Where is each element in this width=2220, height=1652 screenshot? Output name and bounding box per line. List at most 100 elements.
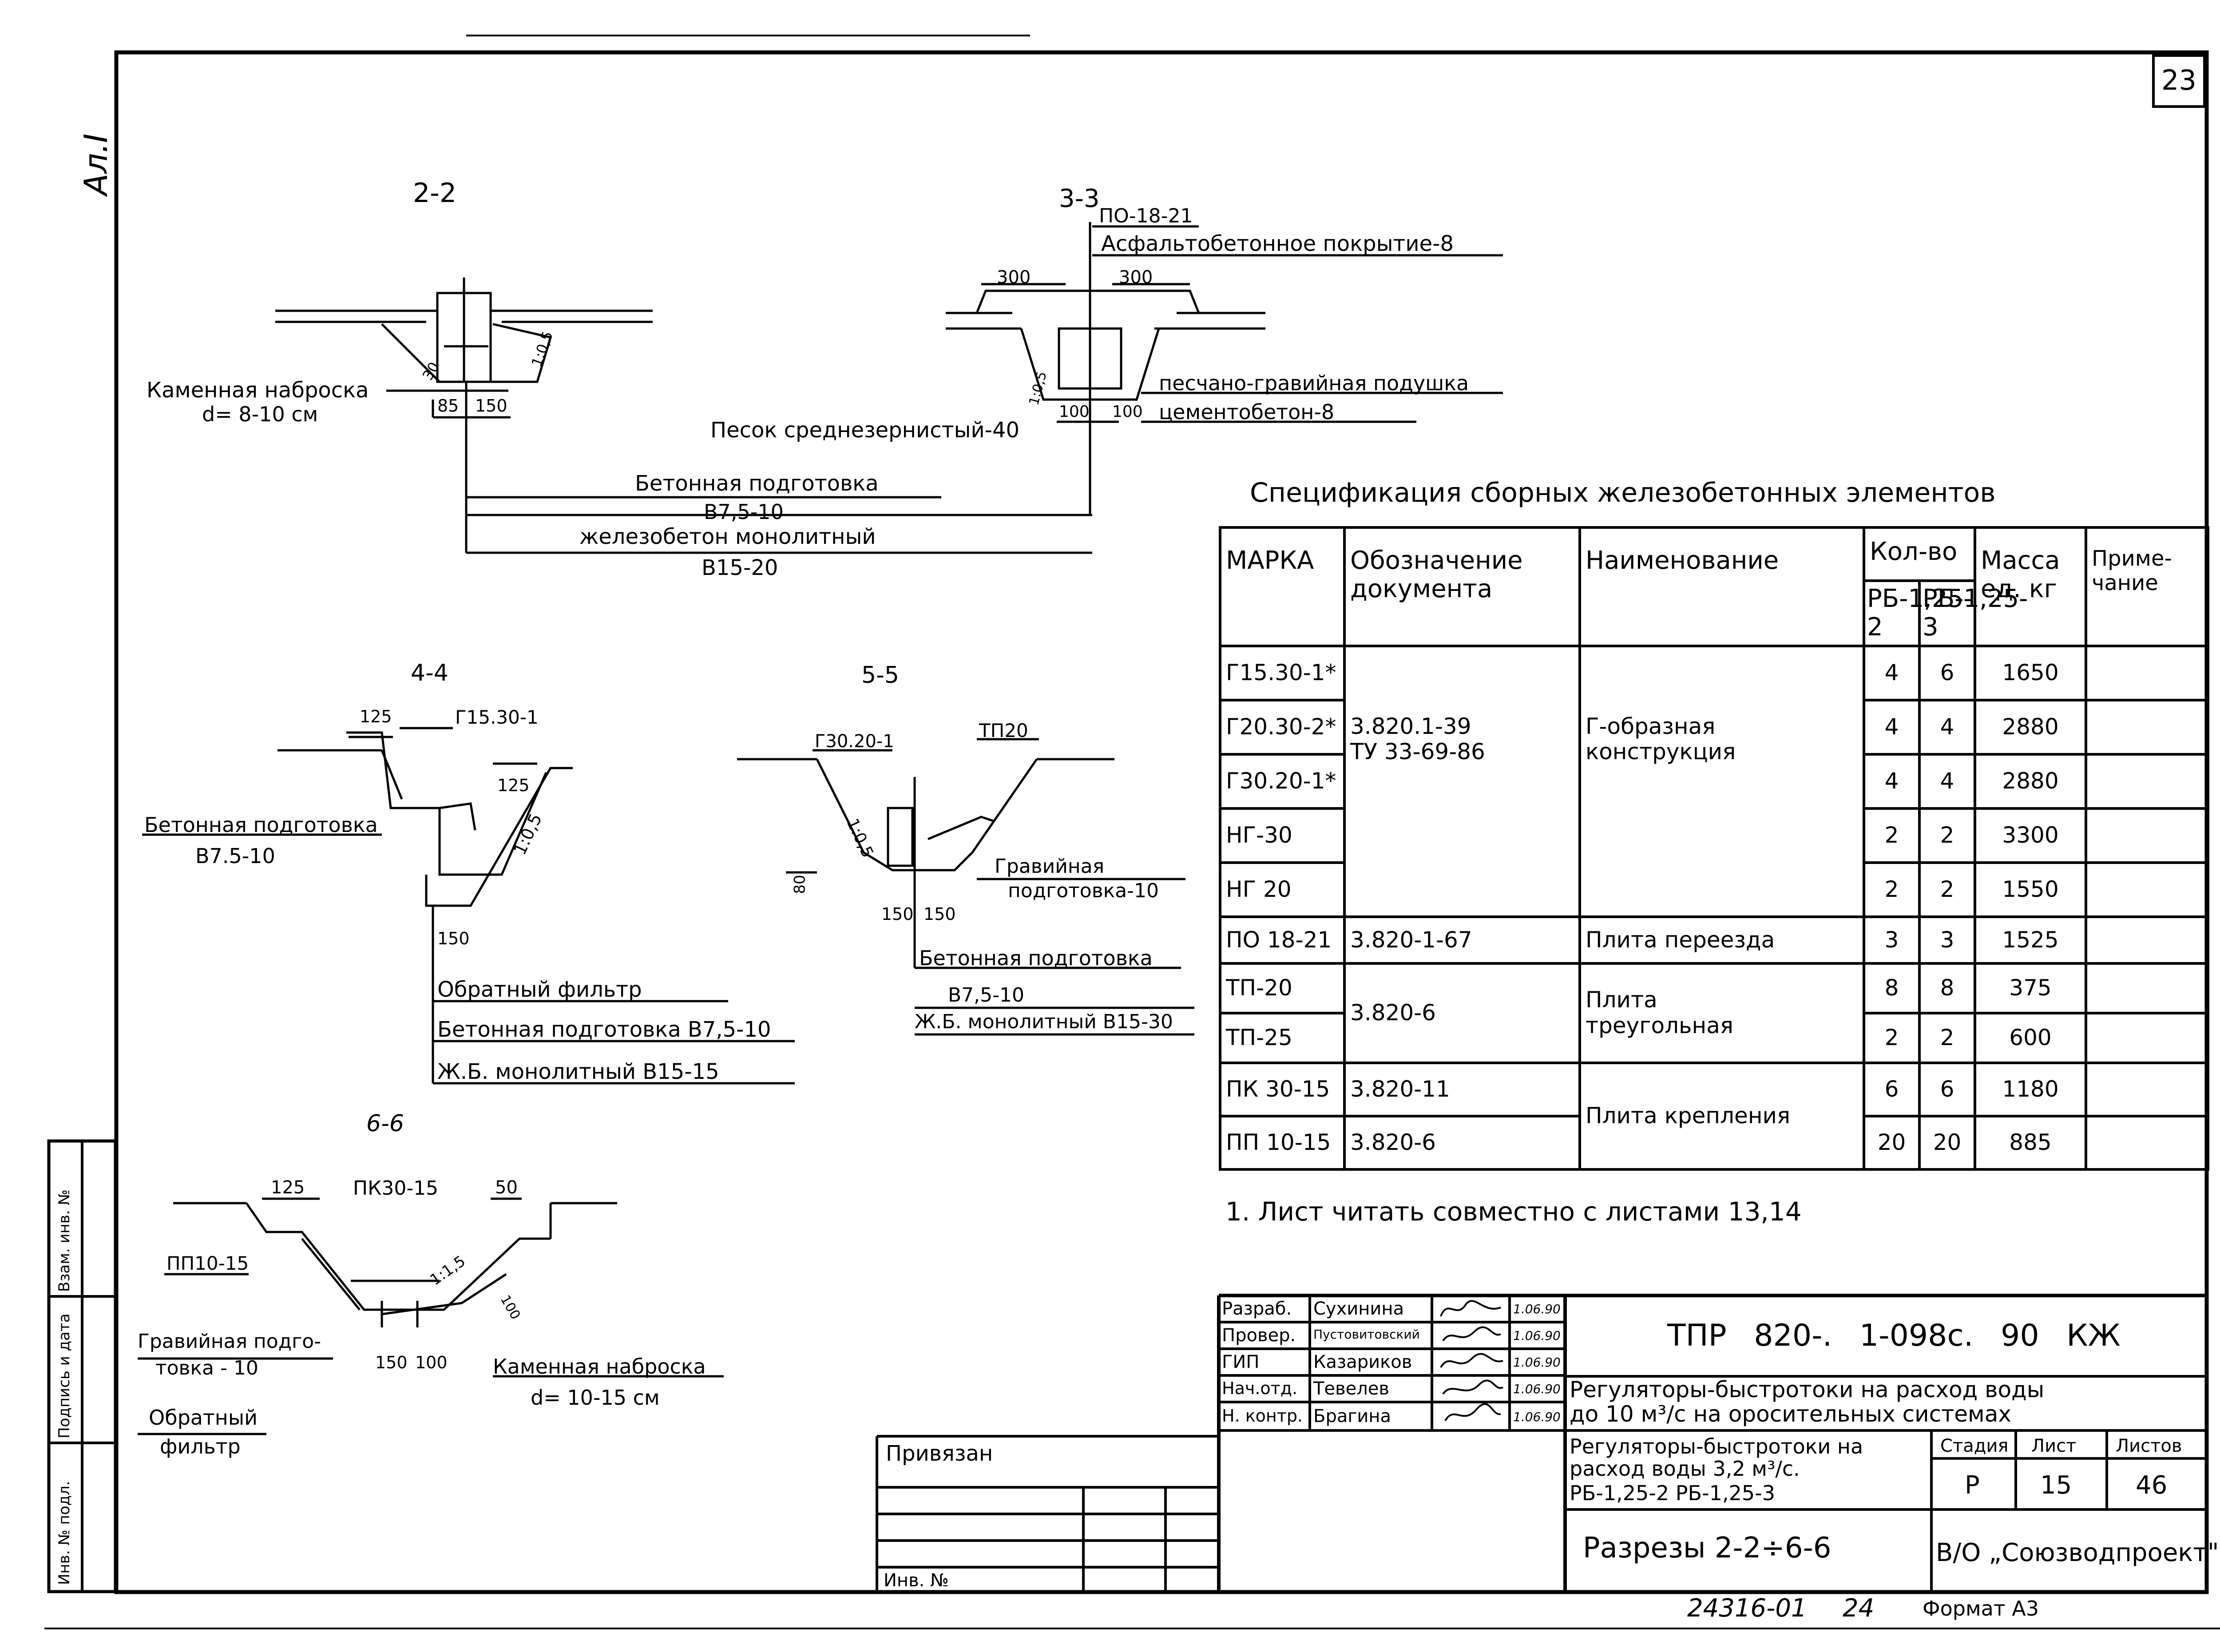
spec-header-note: Приме-чание xyxy=(2085,526,2210,647)
section-6-6-gravel2: товка - 10 xyxy=(155,1357,258,1379)
side-stamp-inv-orig: Инв. № подл. xyxy=(56,1481,73,1585)
section-4-4-element: Г15.30-1 xyxy=(455,706,539,728)
spec-row-2-q2: 4 xyxy=(1918,698,1977,756)
spec-group-tp-name: Плита треугольная xyxy=(1578,962,1865,1064)
section-4-4-title: 4-4 xyxy=(411,660,448,686)
section-3-3-dim-300a: 300 xyxy=(997,267,1031,288)
section-6-6-filter: Обратный xyxy=(149,1406,258,1430)
section-2-2-rc-grade: В15-20 xyxy=(702,555,778,580)
spec-row-5-mass: 1550 xyxy=(1974,861,2088,918)
spec-header-qty1: РБ-1,25-2 xyxy=(1863,579,1972,647)
side-stamp-sign-date: Подпись и дата xyxy=(56,1313,73,1438)
spec-row-6-mark: ПО 18-21 xyxy=(1219,915,1346,965)
section-3-3-dim-100a: 100 xyxy=(1059,403,1090,421)
section-4-4-concrete-prep: Бетонная подготовка xyxy=(144,813,378,837)
spec-row-4-mass: 3300 xyxy=(1974,807,2088,864)
spec-group-tp-doc: 3.820-6 xyxy=(1343,962,1581,1064)
section-4-4-rc: Ж.Б. монолитный В15-15 xyxy=(437,1059,719,1084)
spec-row-10-mark: ПП 10-15 xyxy=(1219,1114,1346,1171)
spec-row-2-mass: 2880 xyxy=(1974,698,2088,756)
spec-row-7-mass: 375 xyxy=(1974,962,2088,1014)
section-5-5-element1: Г30.20-1 xyxy=(815,731,894,752)
section-3-3-dim-300b: 300 xyxy=(1119,267,1153,288)
section-6-6-element2: ПП10-15 xyxy=(166,1252,249,1274)
spec-row-4-q1: 2 xyxy=(1863,807,1921,864)
spec-row-10-q2: 20 xyxy=(1918,1114,1977,1171)
project-title-1: Регуляторы-быстротоки на расход воды xyxy=(1570,1377,2045,1402)
spec-row-4-mark: НГ-30 xyxy=(1219,807,1346,864)
sheet-value: 15 xyxy=(2040,1471,2072,1500)
spec-table: МАРКА Обозначение документа Наименование… xyxy=(1219,526,2210,1171)
inventory-label: Инв. № xyxy=(884,1570,949,1591)
spec-header-mark: МАРКА xyxy=(1219,526,1346,647)
name-3: Казариков xyxy=(1313,1352,1412,1372)
spec-row-3-mass: 2880 xyxy=(1974,753,2088,810)
signatures xyxy=(1440,1300,1503,1422)
stage-value: Р xyxy=(1965,1471,1980,1500)
spec-header-qty2: РБ-1,25-3 xyxy=(1918,579,2028,647)
spec-row-8-q2: 2 xyxy=(1918,1011,1977,1064)
spec-group-g-name1: Г-образная xyxy=(1586,713,1716,739)
spec-row-1-mark: Г15.30-1* xyxy=(1219,644,1346,701)
section-6-6-filter2: фильтр xyxy=(160,1434,241,1458)
spec-row-10-q1: 20 xyxy=(1863,1114,1921,1171)
date-5: 1.06.90 xyxy=(1513,1410,1561,1424)
section-2-2-title: 2-2 xyxy=(413,178,456,209)
role-3: ГИП xyxy=(1222,1352,1260,1372)
spec-group-tp-name2: треугольная xyxy=(1586,1012,1733,1038)
section-3-3-cement-concrete: цементобетон-8 xyxy=(1159,400,1335,424)
section-3-3-asphalt: Асфальтобетонное покрытие-8 xyxy=(1101,231,1454,256)
spec-group-g-name2: конструкция xyxy=(1586,739,1736,765)
section-2-2-dim-85: 85 xyxy=(437,396,459,416)
spec-row-9-mark: ПК 30-15 xyxy=(1219,1061,1346,1117)
spec-row-10-doc: 3.820-6 xyxy=(1343,1114,1581,1171)
section-6-6-gravel: Гравийная подго- xyxy=(138,1330,321,1353)
section-4-4-dim-150: 150 xyxy=(437,929,470,948)
spec-row-9-q1: 6 xyxy=(1863,1061,1921,1117)
spec-row-9-q2: 6 xyxy=(1918,1061,1977,1117)
section-3-3-cushion: песчано-гравийная подушка xyxy=(1159,371,1469,395)
spec-row-5-mark: НГ 20 xyxy=(1219,861,1346,918)
section-6-6-stone-size: d= 10-15 см xyxy=(531,1386,660,1410)
spec-row-8-q1: 2 xyxy=(1863,1011,1921,1064)
doc-code: ТПР 820-. 1-098с. 90 КЖ xyxy=(1667,1318,2121,1353)
spec-row-7-q2: 8 xyxy=(1918,962,1977,1014)
sheet-note: 1. Лист читать совместно с листами 13,14 xyxy=(1225,1196,1802,1227)
spec-group-tp-name1: Плита xyxy=(1586,987,1657,1013)
spec-title: Спецификация сборных железобетонных элем… xyxy=(1250,477,1996,508)
section-5-5-gravel: Гравийная xyxy=(995,855,1105,878)
sheet-label: Лист xyxy=(2031,1436,2077,1456)
page-number: 23 xyxy=(2161,64,2196,96)
section-4-4-filter: Обратный фильтр xyxy=(437,977,642,1002)
date-1: 1.06.90 xyxy=(1513,1302,1561,1316)
section-5-5-dim-80: 80 xyxy=(791,875,809,894)
spec-row-6-doc: 3.820-1-67 xyxy=(1343,915,1581,965)
spec-row-6-name: Плита переезда xyxy=(1578,915,1865,965)
spec-row-6-q2: 3 xyxy=(1918,915,1977,965)
role-1: Разраб. xyxy=(1222,1299,1292,1319)
section-2-2-stone-fill: Каменная наброска xyxy=(147,378,369,403)
sheets-value: 46 xyxy=(2136,1471,2168,1500)
spec-row-6-mass: 1525 xyxy=(1974,915,2088,965)
spec-row-3-q2: 4 xyxy=(1918,753,1977,810)
spec-header-name: Наименование xyxy=(1578,526,1865,647)
date-4: 1.06.90 xyxy=(1513,1382,1561,1396)
subtitle-3: РБ-1,25-2 РБ-1,25-3 xyxy=(1570,1481,1775,1505)
spec-row-3-q1: 4 xyxy=(1863,753,1921,810)
section-2-2-concrete-prep-grade: В7,5-10 xyxy=(704,500,784,524)
section-5-5-concrete-prep: Бетонная подготовка xyxy=(919,946,1153,970)
spec-header-qty: Кол-во xyxy=(1862,526,1977,582)
section-5-5-title: 5-5 xyxy=(861,662,899,689)
side-label: Ал.I xyxy=(77,133,115,195)
spec-row-7-q1: 8 xyxy=(1863,962,1921,1014)
spec-row-8-mass: 600 xyxy=(1974,1011,2088,1064)
section-4-4-concrete-prep2: Бетонная подготовка В7,5-10 xyxy=(437,1017,771,1042)
section-6-6-dim-50: 50 xyxy=(495,1177,518,1198)
role-4: Нач.отд. xyxy=(1222,1379,1298,1398)
stage-label: Стадия xyxy=(1940,1436,2009,1456)
spec-row-9-doc: 3.820-11 xyxy=(1343,1061,1581,1117)
section-6-6-stone-fill: Каменная наброска xyxy=(493,1355,706,1379)
section-5-5-gravel2: подготовка-10 xyxy=(1008,879,1159,902)
name-1: Сухинина xyxy=(1313,1299,1404,1319)
spec-group-g-name: Г-образная конструкция xyxy=(1578,644,1865,918)
